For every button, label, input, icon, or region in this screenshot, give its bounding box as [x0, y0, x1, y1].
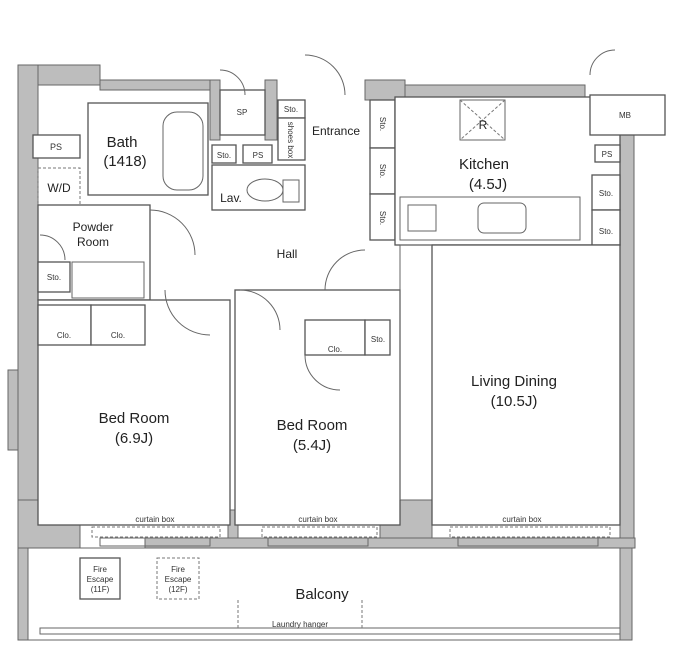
label-clo: Clo. — [57, 331, 71, 340]
label-sto: Sto. — [371, 335, 385, 344]
label-sto: Sto. — [599, 189, 613, 198]
label-sto: Sto. — [217, 151, 231, 160]
label-wd: W/D — [47, 181, 71, 195]
label-curtain-box: curtain box — [135, 515, 174, 524]
label-mb: MB — [619, 111, 631, 120]
label-balcony: Balcony — [295, 586, 349, 603]
label-ps: PS — [50, 142, 62, 152]
label-room: Room — [77, 235, 109, 249]
label-fire: Fire — [171, 565, 185, 574]
label-clo: Clo. — [111, 331, 125, 340]
label-kitchen: Kitchen — [459, 156, 509, 173]
balcony — [27, 547, 621, 641]
meter-box — [589, 94, 666, 136]
label-bedroom-1-size: (6.9J) — [115, 430, 153, 447]
label-sto: Sto. — [378, 211, 387, 225]
label-sto: Sto. — [599, 227, 613, 236]
label-clo: Clo. — [328, 345, 342, 354]
kitchen-counter — [399, 196, 581, 241]
sp-shaft — [219, 89, 266, 136]
label-hall: Hall — [277, 247, 298, 261]
label-entrance: Entrance — [312, 124, 360, 138]
label-fire-11f: (11F) — [91, 585, 110, 594]
living-dining — [431, 244, 621, 526]
label-shoes-box: shoes box — [286, 122, 295, 158]
bath-room — [87, 102, 209, 196]
label-bedroom-2: Bed Room — [277, 417, 348, 434]
ps-left — [32, 134, 81, 159]
label-laundry-hanger: Laundry hanger — [272, 620, 328, 629]
label-kitchen-size: (4.5J) — [469, 176, 507, 193]
label-bedroom-2-size: (5.4J) — [293, 437, 331, 454]
label-sp: SP — [237, 108, 248, 117]
label-fire-12f: (12F) — [168, 585, 187, 594]
label-sto: Sto. — [284, 105, 298, 114]
label-sto: Sto. — [378, 164, 387, 178]
label-powder: Powder — [73, 220, 114, 234]
label-escape: Escape — [165, 575, 192, 584]
label-curtain-box: curtain box — [298, 515, 337, 524]
label-curtain-box: curtain box — [502, 515, 541, 524]
label-refrigerator: R — [479, 118, 488, 132]
doors — [39, 49, 616, 391]
fire-escape-12f — [156, 557, 200, 600]
label-living-size: (10.5J) — [491, 393, 538, 410]
label-ps: PS — [253, 151, 264, 160]
label-sto: Sto. — [47, 273, 61, 282]
label-bath-size: (1418) — [103, 153, 146, 170]
label-sto: Sto. — [378, 117, 387, 131]
fire-escape-11f — [79, 557, 121, 600]
label-escape: Escape — [87, 575, 114, 584]
kitchen — [394, 96, 621, 246]
label-lav: Lav. — [220, 191, 242, 205]
label-bedroom-1: Bed Room — [99, 410, 170, 427]
label-ps: PS — [602, 150, 613, 159]
label-fire: Fire — [93, 565, 107, 574]
label-living-dining: Living Dining — [471, 373, 557, 390]
label-bath: Bath — [107, 134, 138, 151]
